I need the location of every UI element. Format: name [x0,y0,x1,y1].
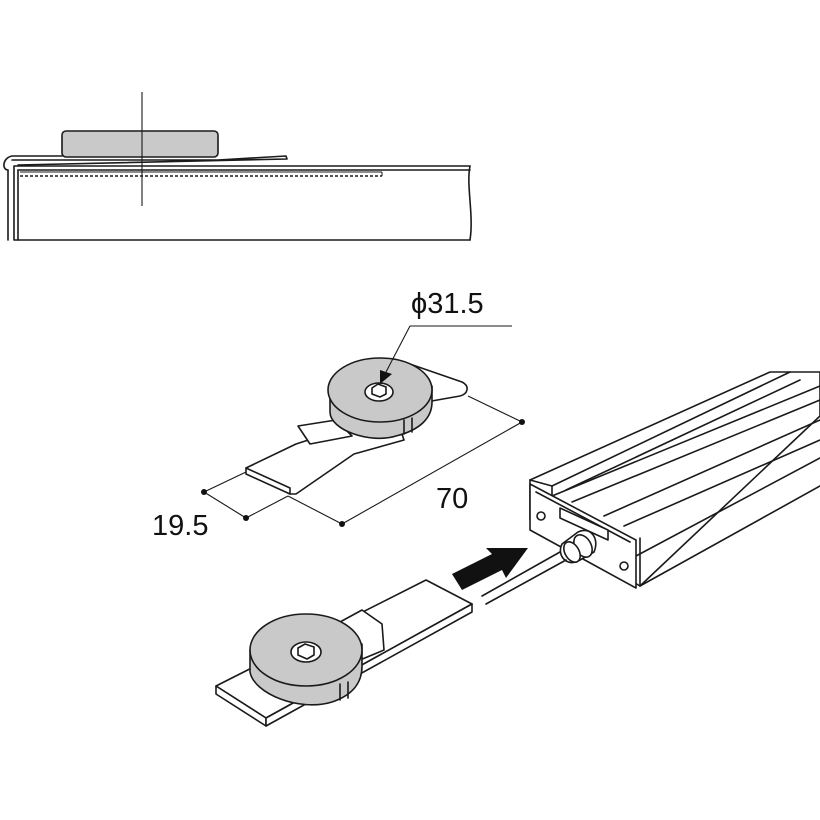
arrow-right-icon [452,548,528,590]
width-label: 19.5 [152,510,208,542]
diameter-label: ϕ31.5 [411,288,484,320]
dimensioned-magnet [245,357,468,495]
light-bar [481,371,820,605]
magnet-assembly [215,579,473,727]
side-view [3,92,472,241]
magnet-side [61,130,219,158]
dimension-lines [201,325,525,527]
length-label: 70 [436,483,468,515]
